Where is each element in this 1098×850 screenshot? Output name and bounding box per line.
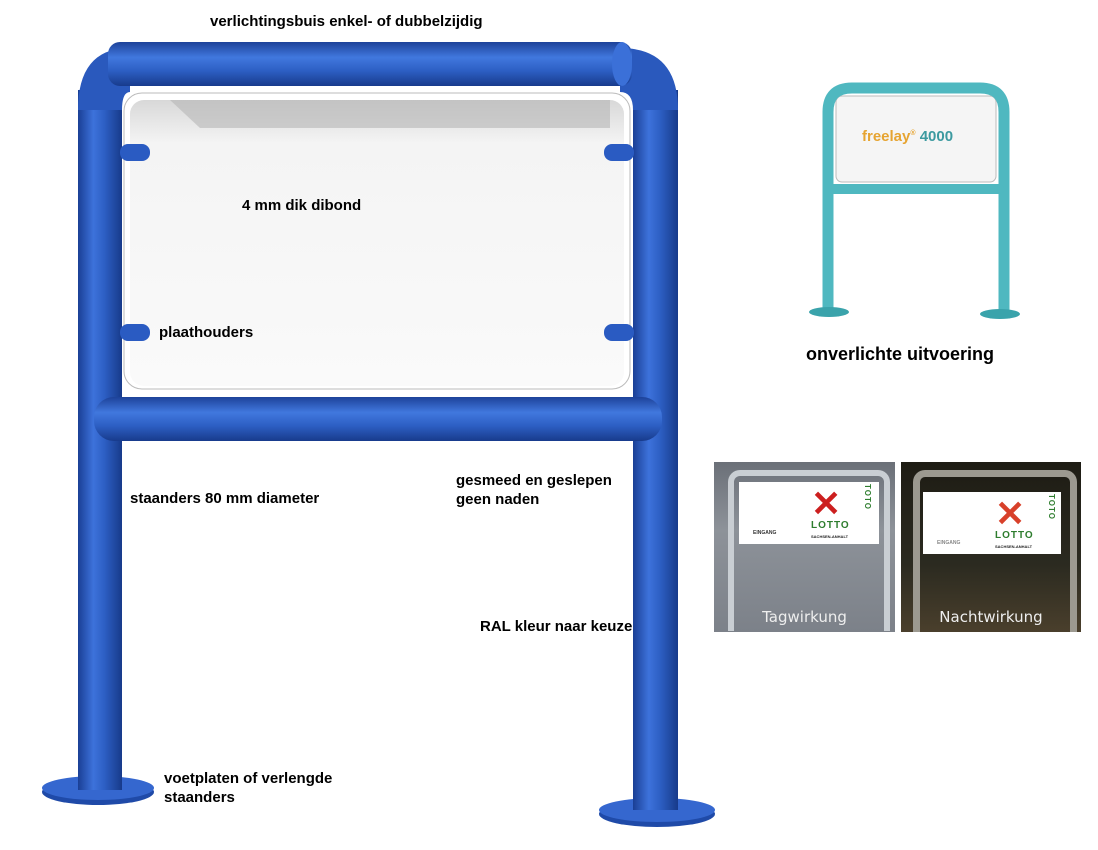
label-lighting-tube: verlichtingsbuis enkel- of dubbelzijdig: [210, 13, 483, 30]
freelay-brand: freelay: [862, 128, 911, 145]
logo-main: LOTTO: [811, 520, 850, 531]
label-unlit: onverlichte uitvoering: [806, 344, 995, 364]
logo-main: LOTTO: [995, 530, 1034, 541]
sign-text: EINGANG: [753, 530, 777, 536]
label-panel: 4 mm dik dibond: [242, 197, 362, 214]
crossbar: [94, 397, 662, 441]
photo-caption: Nachtwirkung: [939, 608, 1043, 626]
post-right: [633, 90, 678, 810]
freelay-reg: ®: [910, 130, 916, 137]
freelay-illustration: [809, 82, 1020, 319]
sign-text: EINGANG: [937, 540, 961, 546]
logo-sub: SACHSEN-ANHALT: [811, 534, 849, 539]
label-forged-2: geen naden: [456, 491, 540, 508]
label-holders: plaathouders: [159, 324, 254, 341]
photo-day: EINGANG ✕ LOTTO TOTO SACHSEN-ANHALT Tagw…: [714, 462, 895, 632]
logo-sub: SACHSEN-ANHALT: [995, 544, 1033, 549]
plate-holders: [120, 144, 634, 341]
label-feet-2: staanders: [164, 789, 235, 806]
lighting-tube: [108, 42, 632, 86]
photo-night: EINGANG ✕ LOTTO TOTO SACHSEN-ANHALT Nach…: [901, 462, 1081, 632]
label-feet-1: voetplaten of verlengde: [164, 770, 333, 787]
freelay-model: 4000: [919, 128, 954, 145]
label-ral: RAL kleur naar keuze: [480, 618, 633, 635]
label-posts: staanders 80 mm diameter: [130, 490, 320, 507]
label-forged-1: gesmeed en geslepen: [456, 472, 612, 489]
panel: [123, 92, 631, 390]
logo-top: TOTO: [1047, 494, 1056, 520]
photo-caption: Tagwirkung: [762, 608, 847, 626]
freelay-logo: freelay® 4000: [862, 128, 953, 145]
logo-top: TOTO: [863, 484, 872, 510]
